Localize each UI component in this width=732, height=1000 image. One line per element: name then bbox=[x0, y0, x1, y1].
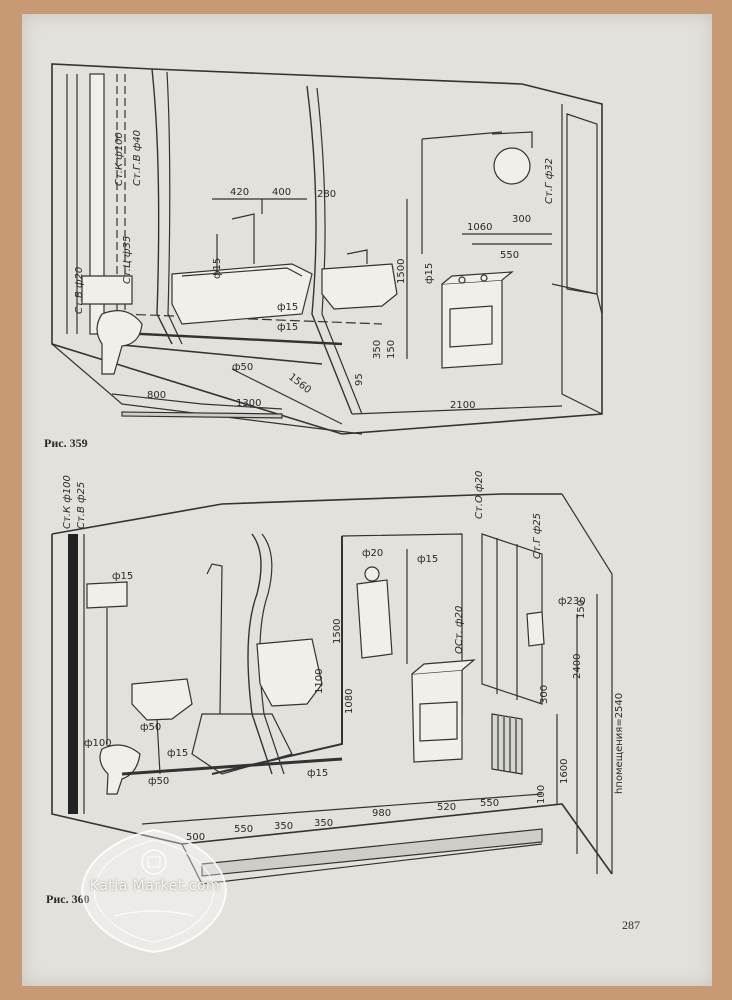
pipe-size-14: ф230 bbox=[558, 596, 586, 607]
dim-b-550-2: 550 bbox=[480, 798, 499, 809]
watermark-text: Katia Market.com bbox=[89, 878, 221, 894]
dim-350: 350 bbox=[372, 340, 383, 359]
dim-550: 550 bbox=[500, 250, 519, 261]
dim-b-350-2: 350 bbox=[314, 818, 333, 829]
dim-b-300: 300 bbox=[539, 685, 550, 704]
pipe-size-13: ф15 bbox=[307, 768, 328, 779]
pipe-size-8: ф15 bbox=[417, 554, 438, 565]
dim-b-2400: 2400 bbox=[572, 654, 583, 679]
dim-b-1100: 1100 bbox=[314, 669, 325, 694]
dim-300: 300 bbox=[512, 214, 531, 225]
pipe-size-5: ф15 bbox=[424, 263, 435, 284]
figure-360-labels: Ст.К ф100 Ст.В ф25 Ст.О ф20 Ст.Г ф25 ОСт… bbox=[62, 471, 625, 843]
page-number: 287 bbox=[622, 918, 640, 932]
figure-360-caption: Рис. 360 bbox=[46, 892, 90, 906]
dim-b-1600: 1600 bbox=[559, 759, 570, 784]
dim-b-100: 100 bbox=[536, 785, 547, 804]
pipe-size-7: ф20 bbox=[362, 548, 383, 559]
dim-1300: 1300 bbox=[236, 398, 261, 409]
pipe-label-9: Ст.Г ф25 bbox=[532, 513, 543, 559]
book-page: Ст.К ф100 Ст.Г.В ф40 Ст.Ц ф35 Ст.В ф20 С… bbox=[22, 14, 712, 986]
pipe-size-6: ф15 bbox=[112, 571, 133, 582]
dim-b-550: 550 bbox=[234, 824, 253, 835]
pipe-label-7: Ст.В ф25 bbox=[76, 482, 87, 529]
dim-b-1500: 1500 bbox=[332, 619, 343, 644]
pipe-size-12: ф50 bbox=[148, 776, 169, 787]
dim-420: 420 bbox=[230, 187, 249, 198]
pipe-size-10: ф100 bbox=[84, 738, 112, 749]
pipe-label-1: Ст.К ф100 bbox=[114, 132, 125, 186]
pipe-size-9: ф50 bbox=[140, 722, 161, 733]
dim-b-1080: 1080 bbox=[344, 689, 355, 714]
ornament-icon bbox=[80, 828, 228, 954]
pipe-size-4: ф50 bbox=[232, 362, 253, 373]
pipe-size-1: ф15 bbox=[212, 258, 223, 279]
pipe-size-11: ф15 bbox=[167, 748, 188, 759]
room-height-label: hпомещения=2540 bbox=[614, 693, 625, 794]
technical-drawings: Ст.К ф100 Ст.Г.В ф40 Ст.Ц ф35 Ст.В ф20 С… bbox=[51, 63, 625, 885]
dim-1560: 1560 bbox=[286, 372, 313, 396]
pipe-label-4: Ст.В ф20 bbox=[74, 267, 85, 314]
dim-b-520: 520 bbox=[437, 802, 456, 813]
pipe-label-5: Ст.Г ф32 bbox=[544, 158, 555, 204]
pipe-label-2: Ст.Г.В ф40 bbox=[132, 130, 143, 186]
pipe-size-2: ф15 bbox=[277, 302, 298, 313]
dim-280: 280 bbox=[317, 189, 336, 200]
dim-1500: 1500 bbox=[396, 259, 407, 284]
figure-359-drawing bbox=[51, 63, 603, 435]
dim-400: 400 bbox=[272, 187, 291, 198]
pipe-label-6: Ст.К ф100 bbox=[62, 475, 73, 529]
dim-b-350-1: 350 bbox=[274, 821, 293, 832]
pipe-size-3: ф15 bbox=[277, 322, 298, 333]
pipe-label-10: ОСт. ф20 bbox=[454, 606, 465, 654]
figure-359-caption: Рис. 359 bbox=[44, 436, 88, 450]
dim-b-150: 150 bbox=[576, 600, 587, 619]
dim-1060: 1060 bbox=[467, 222, 492, 233]
dim-95: 95 bbox=[354, 373, 365, 386]
watermark-logo: Katia Market.com bbox=[74, 826, 234, 956]
pipe-label-8: Ст.О ф20 bbox=[474, 471, 485, 519]
pipe-label-3: Ст.Ц ф35 bbox=[122, 236, 133, 284]
dim-2100: 2100 bbox=[450, 400, 475, 411]
dim-800: 800 bbox=[147, 390, 166, 401]
figure-360-drawing bbox=[51, 493, 613, 885]
dim-150: 150 bbox=[386, 340, 397, 359]
dim-b-980: 980 bbox=[372, 808, 391, 819]
dim-b-500: 500 bbox=[186, 832, 205, 843]
